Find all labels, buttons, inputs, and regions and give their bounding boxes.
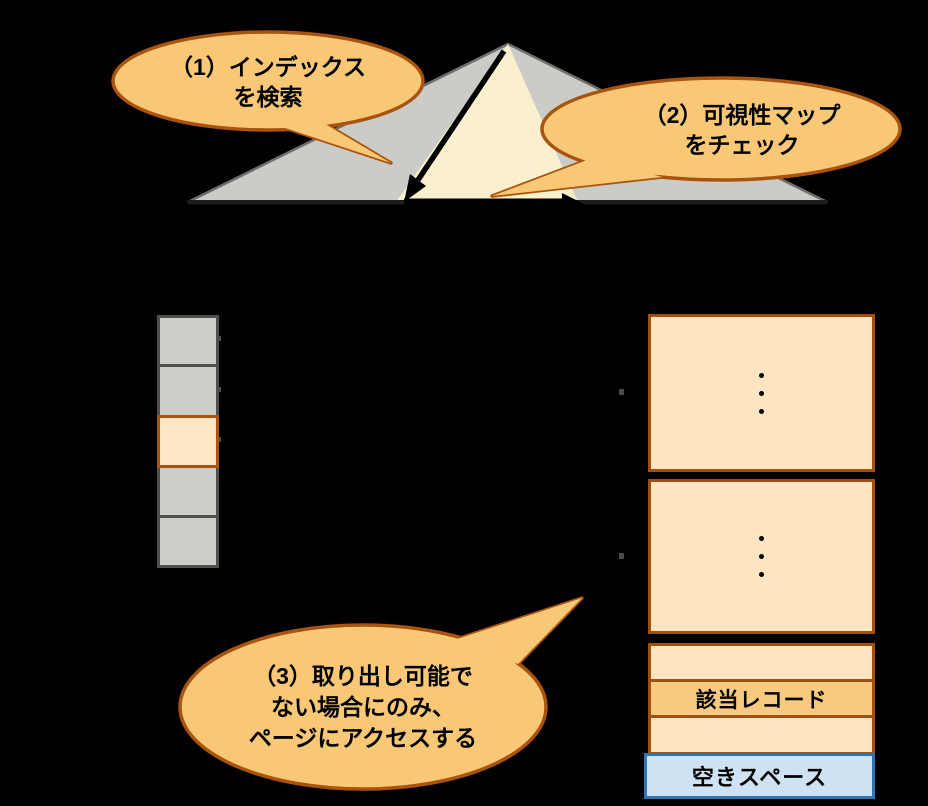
visibility-map-cell — [157, 465, 219, 518]
free-space-row-label: 空きスペース — [691, 765, 828, 790]
callout-step1-line1: （1）インデックス — [170, 54, 366, 80]
visibility-map-cell-highlighted — [157, 415, 219, 468]
vertical-ellipsis-icon — [759, 390, 764, 396]
arrow-stub-icon — [217, 387, 221, 392]
callout-step2-line1: （2）可視性マップ — [644, 102, 842, 128]
index-search-arrowhead-icon — [404, 174, 426, 202]
btree-inner-triangle — [396, 44, 578, 202]
heap-row-record: 該当レコード — [648, 679, 875, 718]
visibility-map-cell — [157, 364, 219, 418]
vertical-ellipsis-icon — [759, 408, 764, 414]
callout-step1-line2: を検索 — [234, 84, 303, 110]
callout-bubble-fill — [182, 627, 544, 787]
heap-page — [648, 479, 875, 634]
heap-page — [648, 314, 875, 472]
record-row-label: 該当レコード — [695, 688, 828, 712]
vertical-ellipsis-icon — [759, 572, 764, 577]
callout-step2: （2）可視性マップ をチェック — [490, 76, 902, 198]
leaf-scan-arrowhead-icon — [562, 193, 584, 215]
heap-row-empty — [648, 715, 875, 755]
vertical-ellipsis-icon — [759, 372, 764, 378]
heap-row-free-space: 空きスペース — [644, 753, 875, 799]
vertical-ellipsis-icon — [759, 536, 764, 541]
callout-step1: （1）インデックス を検索 — [111, 30, 425, 165]
callout-step3-line3: ページにアクセスする — [249, 725, 477, 751]
callout-step2-line2: をチェック — [685, 132, 800, 158]
arrow-stub-icon — [217, 336, 221, 341]
callout-bubble-fill — [544, 80, 898, 178]
arrow-stub-icon — [217, 437, 221, 442]
callout-step3-line2: ない場合にのみ、 — [271, 694, 455, 720]
arrow-stub-icon — [619, 389, 624, 395]
vertical-ellipsis-icon — [759, 554, 764, 559]
callout-step3-line1: （3）取り出し可能で — [253, 663, 473, 689]
callout-bubble-fill — [115, 34, 421, 128]
visibility-map-cell — [157, 515, 219, 568]
heap-row-empty — [648, 643, 875, 682]
callout-step3: （3）取り出し可能で ない場合にのみ、 ページにアクセスする — [178, 596, 584, 791]
visibility-map-cell — [157, 315, 219, 367]
index-search-arrow-line — [415, 49, 507, 182]
arrow-stub-icon — [619, 553, 624, 559]
leaf-scan-arrow-line — [404, 198, 562, 205]
